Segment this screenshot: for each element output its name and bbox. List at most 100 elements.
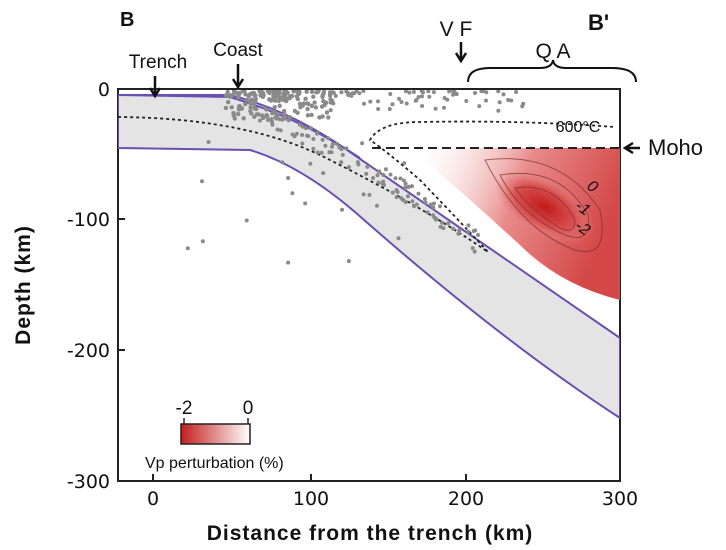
volcanic-plume-icon [466, 48, 517, 70]
earthquake-dot [231, 111, 236, 116]
earthquake-dot [324, 100, 329, 106]
earthquake-dot [297, 122, 302, 127]
earthquake-dot [410, 199, 415, 204]
quaternary-arc-label: Q A [535, 40, 570, 63]
earthquake-dot [254, 112, 259, 117]
earthquake-dot [311, 137, 316, 141]
earthquake-dot [416, 95, 421, 99]
earthquake-dot [339, 90, 344, 95]
earthquake-dot [291, 89, 296, 94]
earthquake-dot [272, 105, 277, 110]
earthquake-dot [275, 92, 281, 97]
x-tick-label: 200 [448, 488, 484, 510]
earthquake-dot [265, 89, 271, 94]
y-tick-label: -200 [67, 340, 110, 362]
x-tick-label: 300 [602, 488, 638, 510]
earthquake-dot [377, 169, 382, 174]
earthquake-dot [311, 146, 316, 151]
earthquake-dot [200, 179, 204, 184]
earthquake-dot [286, 176, 291, 180]
earthquake-dot [312, 100, 317, 105]
earthquake-dot [472, 249, 477, 254]
earthquake-dot [423, 200, 428, 205]
earthquake-dot [431, 90, 436, 95]
earthquake-dot [206, 140, 211, 144]
earthquake-dot [324, 110, 330, 115]
section-start-label: B [120, 9, 134, 31]
earthquake-dot [316, 89, 321, 94]
earthquake-dot [243, 102, 248, 107]
anomaly-core [495, 170, 595, 244]
earthquake-dot [387, 107, 392, 111]
earthquake-dot [344, 146, 349, 151]
earthquake-dot [407, 184, 411, 189]
earthquake-dot [248, 100, 253, 106]
x-axis-title: Distance from the trench (km) [207, 522, 534, 545]
seismicity-cluster [185, 89, 526, 265]
earthquake-dot [427, 94, 432, 99]
x-tick-label: 0 [147, 488, 159, 510]
earthquake-dot [476, 233, 480, 237]
earthquake-dot [356, 162, 361, 167]
earthquake-dot [376, 99, 380, 104]
earthquake-dot [477, 104, 482, 109]
earthquake-dot [357, 91, 362, 96]
earthquake-dot [438, 204, 442, 209]
earthquake-dot [236, 93, 241, 99]
earthquake-dot [401, 178, 406, 183]
earthquake-dot [330, 90, 335, 95]
volcanic-front-label: V F [440, 18, 473, 41]
earthquake-dot [375, 203, 379, 208]
earthquake-dot [362, 101, 366, 106]
earthquake-dot [333, 93, 338, 98]
earthquake-dot [346, 165, 351, 170]
earthquake-dot [360, 141, 365, 146]
colorbar: -2 0 Vp perturbation (%) [145, 398, 284, 472]
earthquake-dot [270, 111, 275, 116]
earthquake-dot [232, 116, 237, 121]
earthquake-dot [305, 101, 310, 106]
isotherm-label: 600°C [556, 119, 601, 136]
earthquake-dot [340, 152, 345, 157]
earthquake-dot [399, 100, 404, 104]
earthquake-dot [497, 100, 502, 105]
earthquake-dot [390, 190, 395, 195]
earthquake-dot [305, 133, 309, 138]
earthquake-dot [252, 102, 257, 107]
colorbar-min-label: -2 [176, 398, 193, 419]
y-tick-label: -300 [67, 471, 110, 493]
low-velocity-anomaly [410, 148, 620, 300]
earthquake-dot [506, 98, 511, 102]
earthquake-dot [286, 118, 291, 123]
earthquake-dot [425, 210, 430, 215]
earthquake-dot [496, 108, 501, 113]
earthquake-dot [323, 143, 328, 148]
earthquake-dot [225, 89, 230, 95]
earthquake-dot [376, 107, 381, 111]
earthquake-dot [253, 93, 258, 98]
earthquake-dot [280, 117, 285, 122]
earthquake-dot [266, 118, 270, 122]
earthquake-dot [388, 172, 393, 177]
earthquake-dot [403, 185, 407, 190]
earthquake-dot [381, 173, 386, 177]
earthquake-dot [441, 226, 446, 231]
earthquake-dot [223, 105, 229, 111]
quaternary-arc-brace [467, 59, 637, 83]
earthquake-dot [300, 141, 305, 146]
earthquake-dot [509, 98, 514, 103]
contour-line-2 [514, 186, 576, 231]
earthquake-dot [335, 141, 339, 146]
axis-ticks [118, 88, 467, 482]
earthquake-dot [397, 96, 401, 101]
earthquake-dot [447, 89, 452, 94]
earthquake-dot [286, 260, 291, 265]
earthquake-dot [271, 93, 276, 99]
earthquake-dot [200, 239, 205, 244]
earthquake-dot [270, 122, 275, 127]
earthquake-dot [315, 150, 320, 155]
earthquake-dot [481, 89, 486, 94]
earthquake-dot [421, 90, 425, 95]
earthquake-dot [442, 96, 447, 100]
